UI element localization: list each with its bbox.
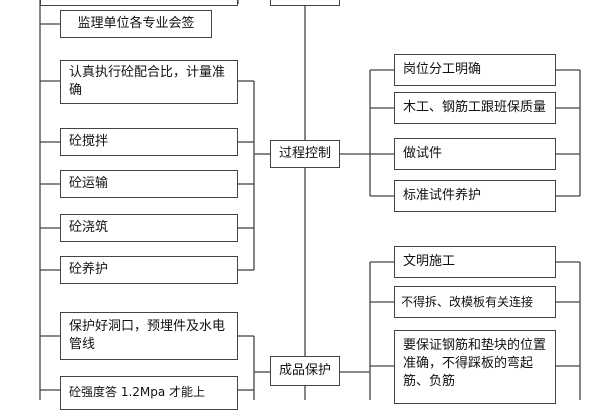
mixing-box: 砼搅拌 xyxy=(60,128,238,156)
make-specimens-box: 做试件 xyxy=(394,138,556,170)
standard-curing-box: 标准试件养护 xyxy=(394,180,556,212)
supervision-signoff-box: 监理单位各专业会签 xyxy=(60,10,212,38)
civilized-construction-box: 文明施工 xyxy=(394,246,556,278)
curing-box: 砼养护 xyxy=(60,256,238,284)
no-dismantle-label: 不得拆、改模板有关连接 xyxy=(401,295,534,309)
protect-openings-box: 保护好洞口，预埋件及水电管线 xyxy=(60,312,238,360)
mix-ratio-box: 认真执行砼配合比，计量准确 xyxy=(60,60,238,104)
make-specimens-label: 做试件 xyxy=(403,146,443,161)
mix-ratio-label: 认真执行砼配合比，计量准确 xyxy=(69,65,226,98)
civilized-construction-label: 文明施工 xyxy=(403,254,456,269)
process-control-node: 过程控制 xyxy=(270,140,340,168)
protect-openings-label: 保护好洞口，预埋件及水电管线 xyxy=(69,319,226,352)
crew-quality-box: 木工、钢筋工跟班保质量 xyxy=(394,92,556,124)
transport-box: 砼运输 xyxy=(60,170,238,198)
connector-lines xyxy=(39,0,581,400)
mixing-label: 砼搅拌 xyxy=(69,134,109,149)
rebar-position-box: 要保证钢筋和垫块的位置准确，不得踩板的弯起筋、负筋 xyxy=(394,330,556,404)
strength-note-label: 砼强度答 1.2Mpa 才能上 xyxy=(69,385,206,399)
standard-curing-label: 标准试件养护 xyxy=(403,188,482,203)
top-center-partial-box xyxy=(270,0,340,6)
transport-label: 砼运输 xyxy=(69,176,109,191)
strength-note-box: 砼强度答 1.2Mpa 才能上 xyxy=(60,376,238,410)
curing-label: 砼养护 xyxy=(69,262,109,277)
crew-quality-label: 木工、钢筋工跟班保质量 xyxy=(403,100,547,115)
rebar-position-label: 要保证钢筋和垫块的位置准确，不得踩板的弯起筋、负筋 xyxy=(403,338,547,389)
supervision-signoff-label: 监理单位各专业会签 xyxy=(77,16,195,31)
product-protection-label: 成品保护 xyxy=(279,363,332,378)
process-control-label: 过程控制 xyxy=(279,146,332,161)
no-dismantle-box: 不得拆、改模板有关连接 xyxy=(394,286,556,318)
pouring-label: 砼浇筑 xyxy=(69,220,109,235)
clear-division-label: 岗位分工明确 xyxy=(403,62,482,77)
product-protection-node: 成品保护 xyxy=(270,356,340,386)
pouring-box: 砼浇筑 xyxy=(60,214,238,242)
top-left-partial-box xyxy=(40,0,238,6)
clear-division-box: 岗位分工明确 xyxy=(394,54,556,86)
